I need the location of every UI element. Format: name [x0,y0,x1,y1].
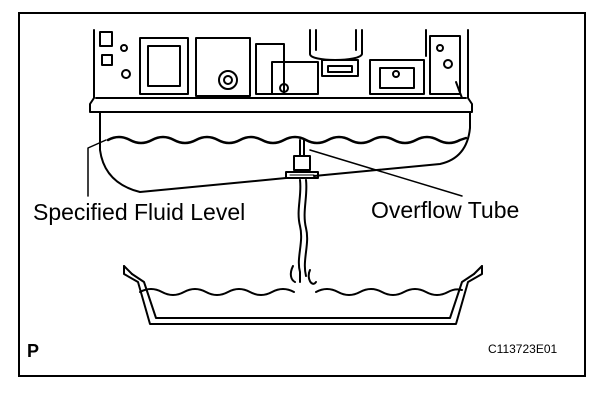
fluid-level-leader-line [87,139,107,197]
catch-pan [123,265,483,325]
overflow-tube-label: Overflow Tube [371,197,520,223]
oil-pan [99,111,471,193]
figure-corner-letter: P [27,341,40,361]
overflow-tube-leader-line [309,149,463,197]
catch-pan-fluid-surface [139,288,463,296]
valve-body [89,29,473,113]
specified-fluid-level-label: Specified Fluid Level [33,199,246,225]
draining-fluid-stream [297,179,309,283]
figure-frame [18,12,586,377]
pan-fluid-surface [106,135,468,145]
fluid-drip [289,265,296,283]
figure-id: C113723E01 [488,342,558,356]
overflow-tube-fitting [285,139,319,179]
fluid-splash [307,269,317,285]
